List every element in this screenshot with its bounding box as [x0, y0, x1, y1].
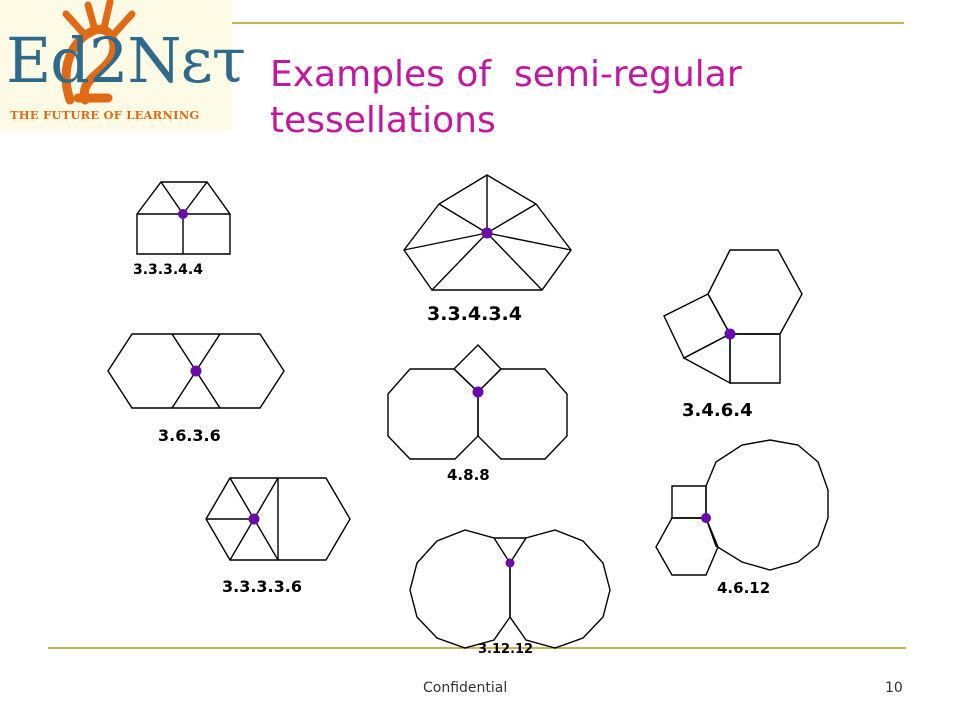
diagram-4-6-12: [655, 439, 829, 576]
logo-hand-icon: [61, 0, 136, 105]
label-3-6-3-6: 3.6.3.6: [158, 426, 221, 445]
title-line-2: tessellations: [270, 100, 496, 141]
label-3-3-4-3-4: 3.3.4.3.4: [427, 303, 522, 325]
vertex-dot: [481, 227, 493, 239]
vertex-dot: [178, 209, 188, 219]
diagram-3-12-12: [409, 529, 611, 649]
diagram-3-4-6-4: [663, 249, 803, 385]
diagram-3-3-4-3-4: [403, 174, 572, 291]
diagram-3-6-3-6: [107, 333, 285, 409]
diagram-3-3-3-3-6: [205, 477, 351, 561]
label-4-6-12: 4.6.12: [717, 579, 770, 597]
page-number: 10: [885, 680, 903, 696]
vertex-dot: [701, 513, 711, 523]
vertex-dot: [724, 328, 736, 340]
label-4-8-8: 4.8.8: [447, 466, 490, 484]
vertex-dot: [248, 513, 260, 525]
label-3-3-3-3-6: 3.3.3.3.6: [222, 577, 302, 596]
vertex-dot: [190, 365, 202, 377]
title-line-1: Examples of semi-regular: [270, 54, 742, 95]
label-3-12-12: 3.12.12: [478, 642, 533, 657]
label-3-4-6-4: 3.4.6.4: [682, 400, 753, 421]
vertex-dot: [472, 386, 484, 398]
logo-tagline: THE FUTURE OF LEARNING: [10, 108, 200, 122]
label-3-3-3-4-4: 3.3.3.4.4: [133, 262, 203, 278]
top-rule: [232, 22, 904, 24]
bottom-rule: [48, 647, 906, 649]
vertex-dot: [505, 558, 515, 568]
slide-title: Examples of semi-regular tessellations: [270, 52, 890, 144]
diagram-4-8-8: [387, 343, 568, 460]
footer-confidential: Confidential: [423, 680, 508, 696]
logo: Ed2Nετ THE FUTURE OF LEARNING: [0, 0, 246, 130]
logo-text: Ed2Nετ: [6, 24, 246, 97]
diagram-3-3-3-4-4: [136, 181, 231, 255]
